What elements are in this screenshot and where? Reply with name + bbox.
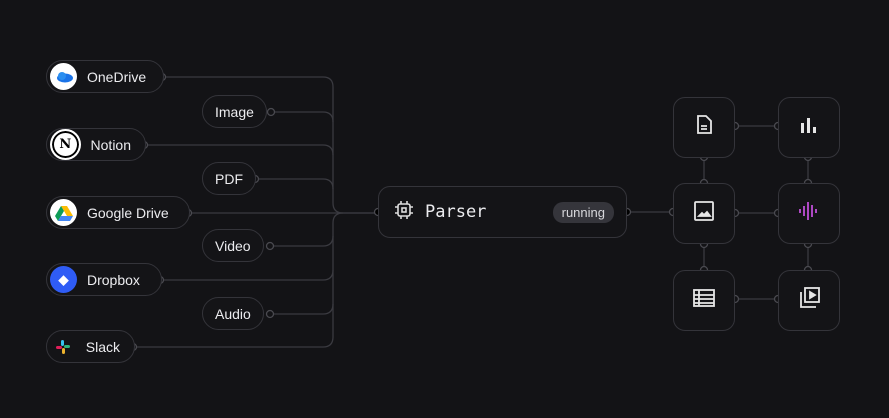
- source-onedrive[interactable]: OneDrive: [46, 60, 164, 93]
- source-label: Slack: [85, 338, 120, 355]
- output-table[interactable]: [673, 270, 735, 331]
- source-notion[interactable]: N Notion: [46, 128, 146, 161]
- type-image[interactable]: Image: [202, 95, 267, 128]
- slack-icon: [50, 333, 76, 360]
- source-label: Google Drive: [87, 204, 169, 221]
- source-dropbox[interactable]: ◆ Dropbox: [46, 263, 162, 296]
- type-label: Audio: [215, 305, 251, 322]
- dropbox-icon: ◆: [50, 266, 77, 293]
- output-chart[interactable]: [778, 97, 840, 158]
- video-gallery-icon: [798, 287, 820, 314]
- bar-chart-icon: [800, 117, 818, 138]
- image-icon: [694, 201, 714, 226]
- type-audio[interactable]: Audio: [202, 297, 264, 330]
- document-icon: [696, 115, 712, 140]
- source-label: OneDrive: [87, 68, 147, 85]
- notion-icon: N: [50, 129, 81, 160]
- type-label: PDF: [215, 170, 243, 187]
- source-label: Dropbox: [87, 271, 140, 288]
- output-image[interactable]: [673, 183, 735, 244]
- table-icon: [693, 289, 715, 312]
- status-badge: running: [552, 201, 614, 223]
- source-google-drive[interactable]: Google Drive: [46, 196, 190, 229]
- audio-waveform-icon: [799, 200, 819, 227]
- source-label: Notion: [90, 136, 131, 153]
- output-audio[interactable]: [778, 183, 840, 244]
- source-slack[interactable]: Slack: [46, 330, 135, 363]
- chip-icon: [395, 200, 413, 224]
- type-label: Video: [215, 237, 251, 254]
- parser-node[interactable]: Parser running: [378, 186, 627, 238]
- type-video[interactable]: Video: [202, 229, 264, 262]
- output-video[interactable]: [778, 270, 840, 331]
- google-drive-icon: [50, 199, 77, 226]
- output-document[interactable]: [673, 97, 735, 158]
- onedrive-icon: [50, 63, 77, 90]
- parser-title: Parser: [425, 202, 487, 222]
- type-pdf[interactable]: PDF: [202, 162, 256, 195]
- type-label: Image: [215, 103, 254, 120]
